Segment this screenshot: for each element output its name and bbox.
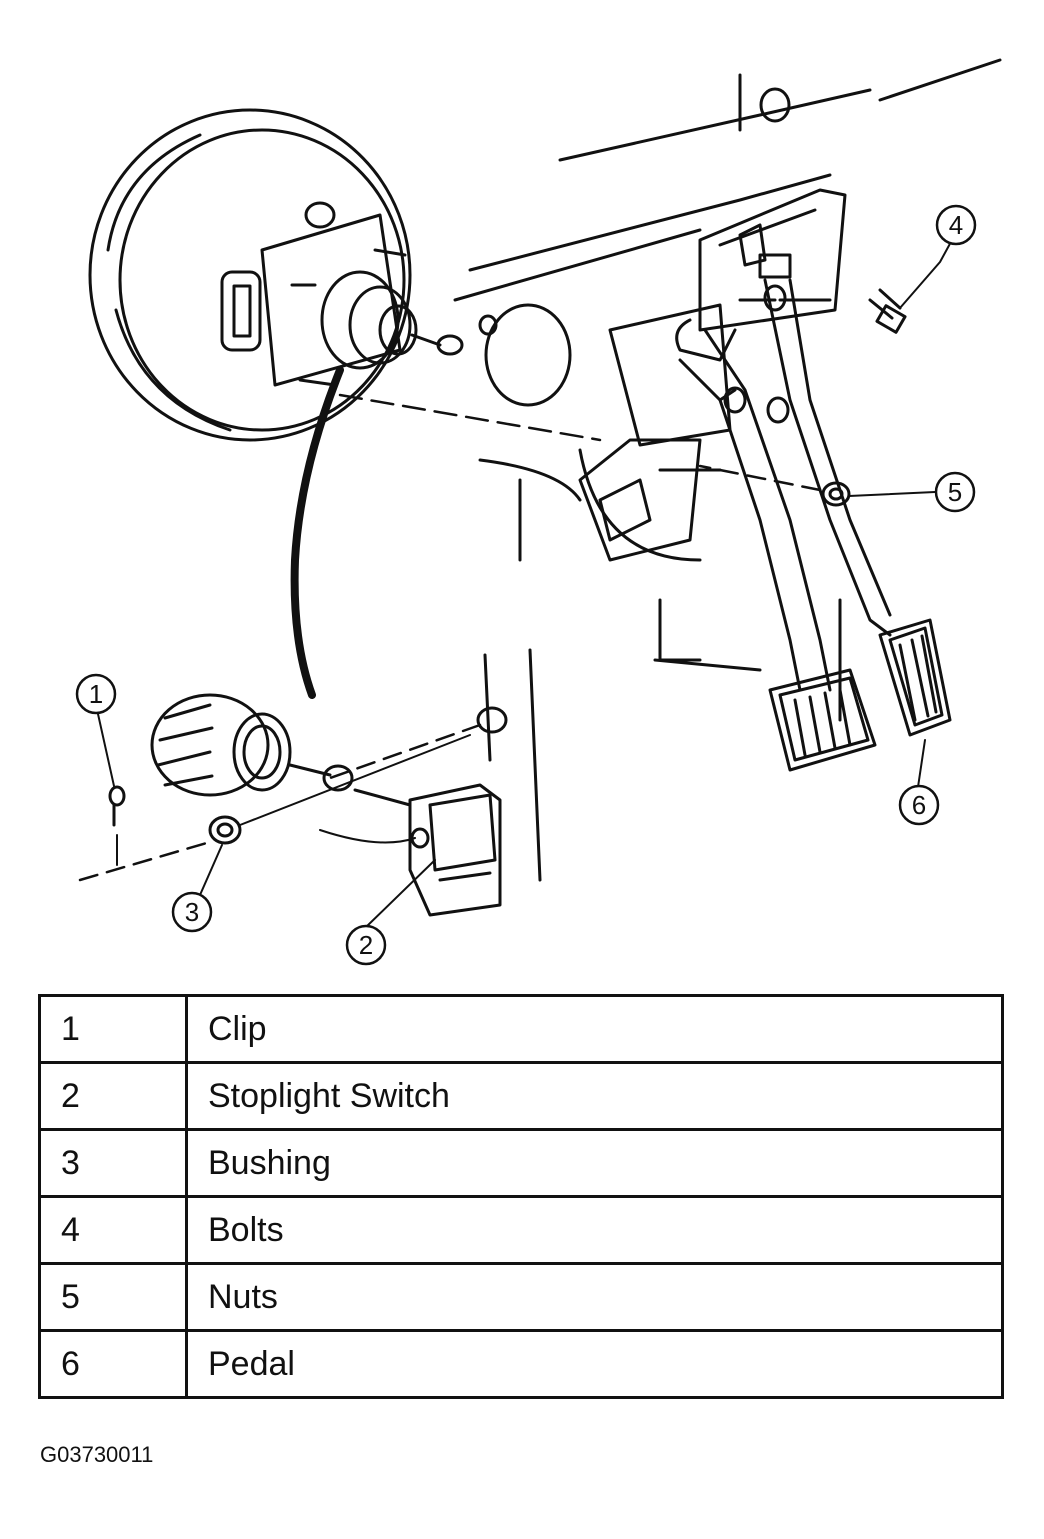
legend-label: Clip [185, 994, 1004, 1064]
legend-row: 1 Clip [38, 994, 1004, 1064]
pedal-assembly-illustration: 1 2 3 4 5 6 [75, 58, 1002, 966]
clip-part [108, 785, 126, 827]
callout-4: 4 [935, 204, 977, 246]
legend-number: 6 [38, 1329, 188, 1399]
legend-number: 5 [38, 1262, 188, 1332]
legend-label: Pedal [185, 1329, 1004, 1399]
figure-id: G03730011 [40, 1442, 154, 1467]
pedal-support [675, 188, 847, 362]
bolt-part [868, 288, 907, 334]
legend-number: 2 [38, 1061, 188, 1131]
callout-1: 1 [75, 673, 117, 715]
legend-row: 6 Pedal [38, 1329, 1004, 1399]
callout-6: 6 [898, 784, 940, 826]
brake-booster [88, 108, 464, 442]
legend-label: Stoplight Switch [185, 1061, 1004, 1131]
stoplight-switch-part [319, 783, 502, 917]
callout-2-number: 2 [359, 930, 373, 960]
legend-number: 4 [38, 1195, 188, 1265]
legend-row: 2 Stoplight Switch [38, 1061, 1004, 1131]
bushing-part [208, 815, 242, 845]
callout-1-number: 1 [89, 679, 103, 709]
callout-6-number: 6 [912, 790, 926, 820]
lower-bracket [578, 298, 832, 562]
callout-3-number: 3 [185, 897, 199, 927]
callout-5-number: 5 [948, 477, 962, 507]
callout-5: 5 [934, 471, 976, 513]
callout-3: 3 [171, 891, 213, 933]
switch-plunger [150, 693, 508, 807]
brake-pedal-arm [678, 328, 877, 772]
pedal-arm [763, 278, 952, 737]
legend-label: Nuts [185, 1262, 1004, 1332]
connector-wire [290, 366, 344, 699]
legend-label: Bolts [185, 1195, 1004, 1265]
nut-part [698, 464, 936, 507]
legend-row: 4 Bolts [38, 1195, 1004, 1265]
parts-legend-table: 1 Clip 2 Stoplight Switch 3 Bushing 4 Bo… [38, 994, 1004, 1399]
callout-2: 2 [345, 924, 387, 966]
legend-label: Bushing [185, 1128, 1004, 1198]
legend-row: 3 Bushing [38, 1128, 1004, 1198]
legend-number: 1 [38, 994, 188, 1064]
callout-4-number: 4 [949, 210, 963, 240]
legend-number: 3 [38, 1128, 188, 1198]
legend-row: 5 Nuts [38, 1262, 1004, 1332]
